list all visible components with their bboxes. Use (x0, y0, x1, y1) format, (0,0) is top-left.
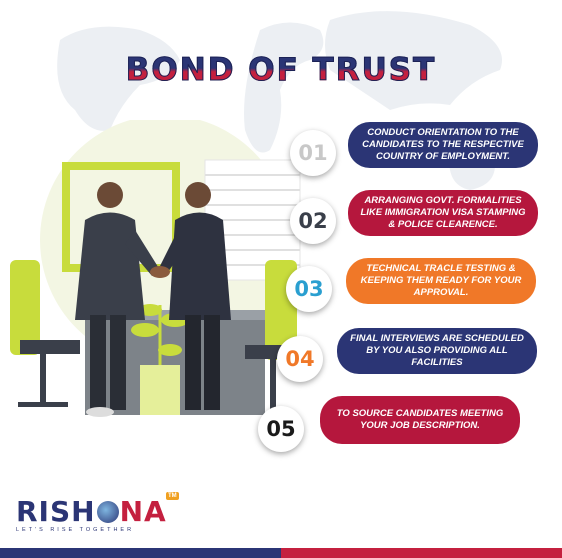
trademark-badge: TM (166, 492, 179, 500)
footer-bar-navy (0, 548, 281, 558)
step-text-pill: TO SOURCE CANDIDATES MEETING YOUR JOB DE… (320, 396, 520, 444)
step-number: 01 (298, 141, 328, 165)
step-number: 04 (285, 347, 315, 371)
logo-tagline: LET'S RISE TOGETHER (16, 527, 135, 533)
handshake-illustration (10, 120, 301, 417)
step-number: 05 (266, 417, 296, 441)
step-number-badge: 05 (258, 406, 304, 452)
step-text: FINAL INTERVIEWS ARE SCHEDULED BY YOU AL… (350, 333, 524, 368)
step-text-pill: FINAL INTERVIEWS ARE SCHEDULED BY YOU AL… (337, 328, 537, 374)
company-logo: RISH NA LET'S RISE TOGETHER TM (16, 492, 179, 533)
step-text-pill: TECHNICAL TRACLE TESTING & KEEPING THEM … (346, 258, 536, 304)
step-number-badge: 04 (277, 336, 323, 382)
footer-bar-crimson (281, 548, 562, 558)
step-number: 02 (298, 209, 328, 233)
logo-part-1: RISH (16, 495, 96, 528)
step-text: ARRANGING GOVT. FORMALITIES LIKE IMMIGRA… (360, 195, 526, 230)
step-number-badge: 03 (286, 266, 332, 312)
world-map-icon (57, 11, 502, 217)
step-text: TECHNICAL TRACLE TESTING & KEEPING THEM … (360, 263, 522, 298)
step-text: CONDUCT ORIENTATION TO THE CANDIDATES TO… (362, 127, 524, 162)
globe-icon (96, 501, 119, 523)
step-text-pill: ARRANGING GOVT. FORMALITIES LIKE IMMIGRA… (348, 190, 538, 236)
page-title: BOND OF TRUST (125, 52, 437, 89)
step-text-pill: CONDUCT ORIENTATION TO THE CANDIDATES TO… (348, 122, 538, 168)
step-number-badge: 02 (290, 198, 336, 244)
step-text: TO SOURCE CANDIDATES MEETING YOUR JOB DE… (336, 408, 504, 431)
step-number-badge: 01 (290, 130, 336, 176)
step-number: 03 (294, 277, 324, 301)
logo-wordmark: RISH NA (16, 498, 167, 526)
logo-part-2: NA (119, 495, 167, 528)
